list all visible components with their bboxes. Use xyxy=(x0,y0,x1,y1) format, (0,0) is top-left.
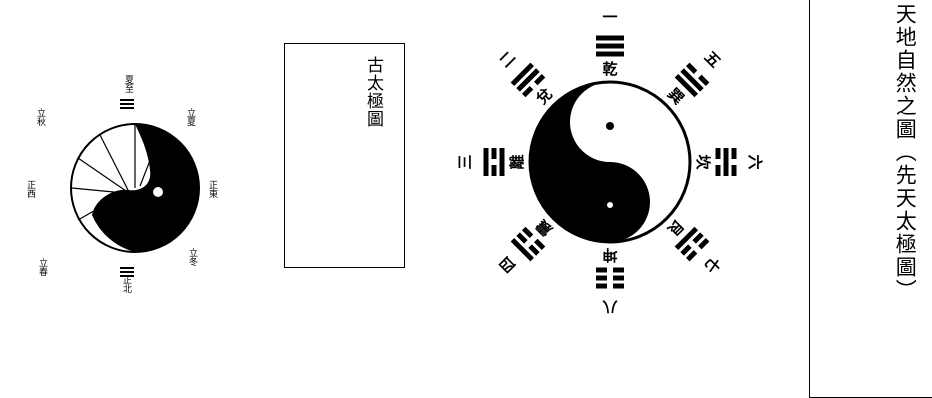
trigram-number: 五 xyxy=(701,48,724,71)
label-start-summer: 立夏 xyxy=(185,107,196,126)
trigram-broken-line xyxy=(715,165,721,176)
ancient-small-trigrams xyxy=(120,99,134,277)
ancient-spokes xyxy=(71,124,163,221)
trigram-broken-line xyxy=(698,238,710,250)
trigram-solid-line xyxy=(723,148,729,176)
trigram-broken-line xyxy=(686,62,698,74)
trigram-solid-line xyxy=(596,43,624,49)
trigram-solid-line xyxy=(596,35,624,41)
trigram-solid-line xyxy=(510,62,534,86)
ancient-taiji-diagram: 夏至 立夏 正東 立冬 正北 立春 正西 立秋 xyxy=(25,75,218,294)
trigram-broken-line xyxy=(613,275,624,281)
label-start-autumn: 立秋 xyxy=(35,107,46,127)
trigram-name: 坤 xyxy=(602,246,617,264)
trigram-number: 一 xyxy=(602,8,617,26)
trigram-number: 七 xyxy=(701,253,724,276)
label-start-spring: 立春 xyxy=(37,257,48,277)
trigram-broken-line xyxy=(698,74,710,86)
ancient-diagram-caption-box: 古太極圖 xyxy=(284,43,405,268)
trigram-broken-line xyxy=(731,148,737,159)
trigram-broken-line xyxy=(613,283,624,289)
label-summer-solstice: 夏至 xyxy=(123,75,134,93)
trigram-solid-line xyxy=(510,238,534,262)
ancient-season-labels: 夏至 立夏 正東 立冬 正北 立春 正西 立秋 xyxy=(25,75,218,294)
trigram-solid-line xyxy=(499,148,505,176)
trigram-solid-line xyxy=(674,73,699,98)
trigram-broken-line xyxy=(521,85,534,98)
natural-dark-eye xyxy=(606,122,614,130)
trigram-3: 艮七 xyxy=(663,216,724,276)
trigram-broken-line xyxy=(516,232,528,244)
trigram-broken-line xyxy=(491,148,497,159)
label-west: 正西 xyxy=(25,180,36,199)
trigram-solid-line xyxy=(596,51,624,57)
trigram-name: 坎 xyxy=(694,154,712,169)
trigram-5: 震四 xyxy=(496,215,556,276)
trigram-2: 坎六 xyxy=(694,148,764,176)
trigram-solid-line xyxy=(516,68,540,92)
trigram-number: 八 xyxy=(602,298,619,316)
trigram-number: 二 xyxy=(496,48,519,71)
natural-dark-swirl xyxy=(530,82,650,242)
natural-diagram-caption-box: 天地自然之圖（先天太極圖） xyxy=(809,0,932,398)
ancient-dark-swirl xyxy=(92,124,199,252)
trigram-broken-line xyxy=(521,226,534,239)
trigram-number: 三 xyxy=(456,154,474,169)
trigram-broken-line xyxy=(596,283,607,289)
trigram-broken-line xyxy=(686,250,698,262)
trigram-1: 巽五 xyxy=(664,48,724,108)
trigram-broken-line xyxy=(613,267,624,273)
ancient-taiji-circle xyxy=(70,123,200,253)
trigram-broken-line xyxy=(596,275,607,281)
label-east: 正東 xyxy=(207,180,218,199)
label-start-winter: 立冬 xyxy=(187,247,198,267)
trigram-broken-line xyxy=(715,148,721,159)
trigram-broken-line xyxy=(596,267,607,273)
ancient-diagram-caption: 古太極圖 xyxy=(363,56,383,128)
natural-taiji-diagram: 乾一巽五坎六艮七坤八震四離三兌二 xyxy=(456,8,764,316)
trigram-broken-line xyxy=(533,238,546,251)
trigram-name: 乾 xyxy=(602,60,617,78)
trigram-broken-line xyxy=(528,244,540,256)
trigram-solid-line xyxy=(674,226,699,251)
trigram-broken-line xyxy=(731,165,737,176)
natural-diagram-caption: 天地自然之圖（先天太極圖） xyxy=(893,3,918,302)
trigram-broken-line xyxy=(680,244,692,256)
trigram-name: 離 xyxy=(508,154,526,169)
trigram-number: 六 xyxy=(746,154,764,169)
label-north: 正北 xyxy=(121,275,132,294)
trigram-broken-line xyxy=(533,73,546,86)
natural-light-eye xyxy=(607,202,613,208)
trigram-4: 坤八 xyxy=(596,246,624,316)
trigram-solid-line xyxy=(680,68,704,92)
trigram-solid-line xyxy=(483,148,489,176)
trigram-6: 離三 xyxy=(456,148,526,176)
ancient-light-eye xyxy=(153,187,163,197)
trigram-number: 四 xyxy=(496,253,519,276)
trigram-broken-line xyxy=(491,165,497,176)
natural-taiji-circle xyxy=(528,80,692,244)
trigram-broken-line xyxy=(692,232,704,244)
trigram-7: 兌二 xyxy=(496,48,556,108)
trigram-0: 乾一 xyxy=(596,8,624,78)
